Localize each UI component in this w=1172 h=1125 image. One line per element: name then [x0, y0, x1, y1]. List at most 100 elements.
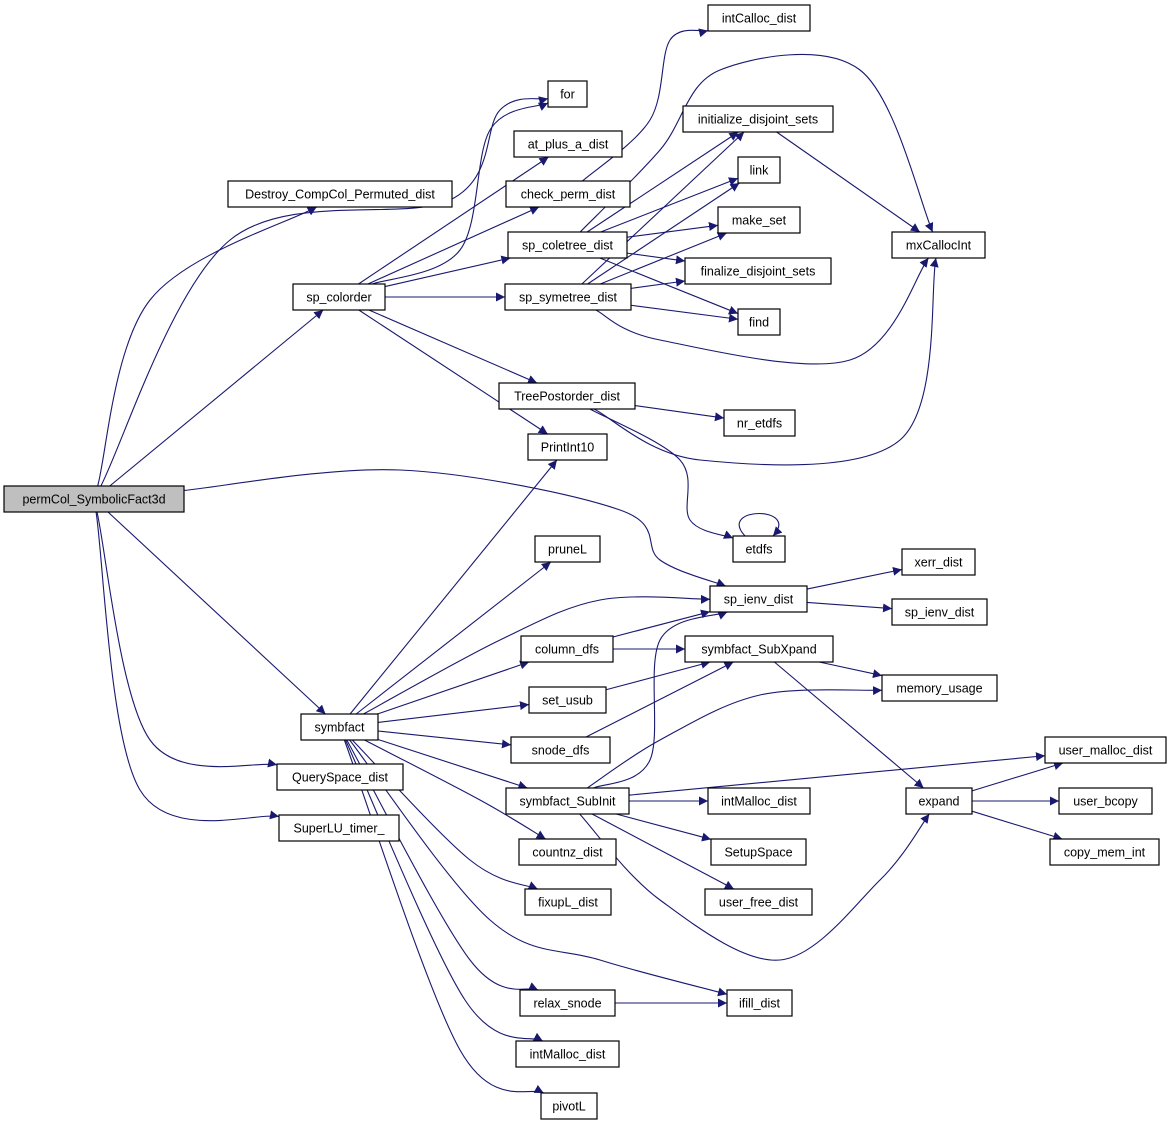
- node-countnz[interactable]: countnz_dist: [518, 838, 617, 866]
- node-label: snode_dfs: [532, 744, 590, 758]
- edge-root-to-symbfact: [107, 511, 326, 715]
- node-subinit[interactable]: symbfact_SubInit: [505, 787, 630, 815]
- node-link[interactable]: link: [737, 156, 781, 184]
- node-symetree[interactable]: sp_symetree_dist: [504, 283, 632, 311]
- edge-coletree-to-link: [600, 177, 739, 233]
- node-label: intMalloc_dist: [721, 795, 797, 809]
- node-box: [547, 80, 588, 108]
- edge-sp_colorder-to-coletree: [384, 255, 511, 288]
- node-usermalloc[interactable]: user_malloc_dist: [1044, 736, 1167, 764]
- node-timer[interactable]: SuperLU_timer_: [278, 814, 400, 842]
- node-box: [1049, 838, 1160, 866]
- node-label: sp_symetree_dist: [519, 291, 617, 305]
- node-label: mxCallocInt: [906, 239, 972, 253]
- node-set_usub[interactable]: set_usub: [528, 686, 607, 714]
- node-fixupl[interactable]: fixupL_dist: [524, 888, 612, 916]
- node-box: [227, 180, 453, 208]
- node-pivotl[interactable]: pivotL: [540, 1092, 598, 1120]
- node-intmalloc2[interactable]: intMalloc_dist: [515, 1040, 620, 1068]
- node-prunel[interactable]: pruneL: [534, 535, 601, 563]
- node-box: [300, 713, 379, 741]
- node-finalize_ds[interactable]: finalize_disjoint_sets: [684, 257, 832, 285]
- edge-symbfact-to-snode_dfs: [377, 730, 512, 749]
- node-label: link: [750, 164, 770, 178]
- node-label: user_malloc_dist: [1059, 744, 1153, 758]
- edge-subinit-to-usermalloc: [628, 752, 1046, 796]
- node-subxpand[interactable]: symbfact_SubXpand: [684, 635, 834, 663]
- edge-snode_dfs-to-subxpand: [585, 661, 734, 738]
- edge-sp_colorder-to-at_plus: [358, 156, 549, 285]
- node-find[interactable]: find: [737, 308, 781, 336]
- node-nr_etdfs[interactable]: nr_etdfs: [723, 409, 796, 437]
- node-label: SuperLU_timer_: [293, 822, 385, 836]
- edge-root-to-queryspace: [96, 511, 278, 768]
- nodes-layer: permCol_SymbolicFact3d Destroy_CompCol_Pe…: [3, 4, 1167, 1120]
- node-memusage[interactable]: memory_usage: [881, 674, 998, 702]
- node-label: SetupSpace: [724, 846, 792, 860]
- node-label: column_dfs: [535, 643, 599, 657]
- node-copymem[interactable]: copy_mem_int: [1049, 838, 1160, 866]
- node-setupspace[interactable]: SetupSpace: [710, 838, 807, 866]
- node-box: [520, 635, 614, 663]
- node-coletree[interactable]: sp_coletree_dist: [507, 231, 628, 259]
- node-check_perm[interactable]: check_perm_dist: [505, 180, 631, 208]
- node-intcalloc[interactable]: intCalloc_dist: [707, 4, 811, 32]
- node-treepost[interactable]: TreePostorder_dist: [498, 382, 636, 410]
- node-column_dfs[interactable]: column_dfs: [520, 635, 614, 663]
- node-box: [515, 1040, 620, 1068]
- edge-symbfact-to-set_usub: [377, 701, 530, 723]
- node-box: [518, 838, 617, 866]
- node-label: permCol_SymbolicFact3d: [22, 493, 165, 507]
- node-box: [498, 382, 636, 410]
- node-box: [510, 736, 611, 764]
- node-xerr[interactable]: xerr_dist: [901, 548, 976, 576]
- node-expand[interactable]: expand: [905, 787, 973, 815]
- edge-subinit-to-setupspace: [616, 813, 712, 842]
- node-snode_dfs[interactable]: snode_dfs: [510, 736, 611, 764]
- node-at_plus[interactable]: at_plus_a_dist: [513, 130, 623, 158]
- node-root[interactable]: permCol_SymbolicFact3d: [3, 485, 185, 513]
- node-ifill[interactable]: ifill_dist: [726, 989, 793, 1017]
- node-label: symbfact_SubXpand: [701, 643, 816, 657]
- edge-check_perm-to-intcalloc: [582, 28, 709, 182]
- edge-root-to-timer: [95, 511, 280, 822]
- edge-coletree-to-mxcalloc: [579, 54, 934, 233]
- edge-sp_colorder-to-check_perm: [367, 206, 540, 285]
- node-etdfs[interactable]: etdfs: [732, 535, 786, 563]
- node-sp_colorder[interactable]: sp_colorder: [292, 283, 386, 311]
- edge-sp_ienv-to-sp_ienv2: [806, 601, 893, 613]
- node-label: sp_ienv_dist: [724, 593, 794, 607]
- node-label: finalize_disjoint_sets: [701, 265, 816, 279]
- edge-symetree-to-init_ds: [581, 131, 745, 285]
- edge-sp_ienv-to-xerr: [806, 566, 903, 590]
- node-init_ds[interactable]: initialize_disjoint_sets: [682, 105, 834, 133]
- node-label: initialize_disjoint_sets: [698, 113, 818, 127]
- node-label: Destroy_CompCol_Permuted_dist: [245, 188, 435, 202]
- node-box: [3, 485, 185, 513]
- node-sp_ienv2[interactable]: sp_ienv_dist: [891, 598, 988, 626]
- edge-coletree-to-make_set: [626, 222, 719, 238]
- edge-symbfact-to-sp_ienv: [363, 594, 711, 715]
- node-relax[interactable]: relax_snode: [519, 989, 616, 1017]
- node-label: fixupL_dist: [538, 896, 598, 910]
- node-label: for: [560, 88, 575, 102]
- node-make_set[interactable]: make_set: [717, 206, 801, 234]
- node-destroy[interactable]: Destroy_CompCol_Permuted_dist: [227, 180, 453, 208]
- node-printint[interactable]: PrintInt10: [527, 433, 608, 461]
- node-sp_ienv[interactable]: sp_ienv_dist: [709, 585, 808, 613]
- node-box: [519, 989, 616, 1017]
- edge-symbfact-to-pivotl: [343, 739, 544, 1094]
- node-label: memory_usage: [896, 682, 982, 696]
- node-userfree[interactable]: user_free_dist: [704, 888, 813, 916]
- node-queryspace[interactable]: QuerySpace_dist: [276, 763, 404, 791]
- node-mxcalloc[interactable]: mxCallocInt: [891, 231, 986, 259]
- node-for[interactable]: for: [547, 80, 588, 108]
- node-intmalloc[interactable]: intMalloc_dist: [707, 787, 811, 815]
- node-box: [737, 156, 781, 184]
- node-userbcopy[interactable]: user_bcopy: [1058, 787, 1153, 815]
- node-symbfact[interactable]: symbfact: [300, 713, 379, 741]
- edge-coletree-to-find: [599, 257, 739, 315]
- node-label: expand: [918, 795, 959, 809]
- node-label: PrintInt10: [541, 441, 595, 455]
